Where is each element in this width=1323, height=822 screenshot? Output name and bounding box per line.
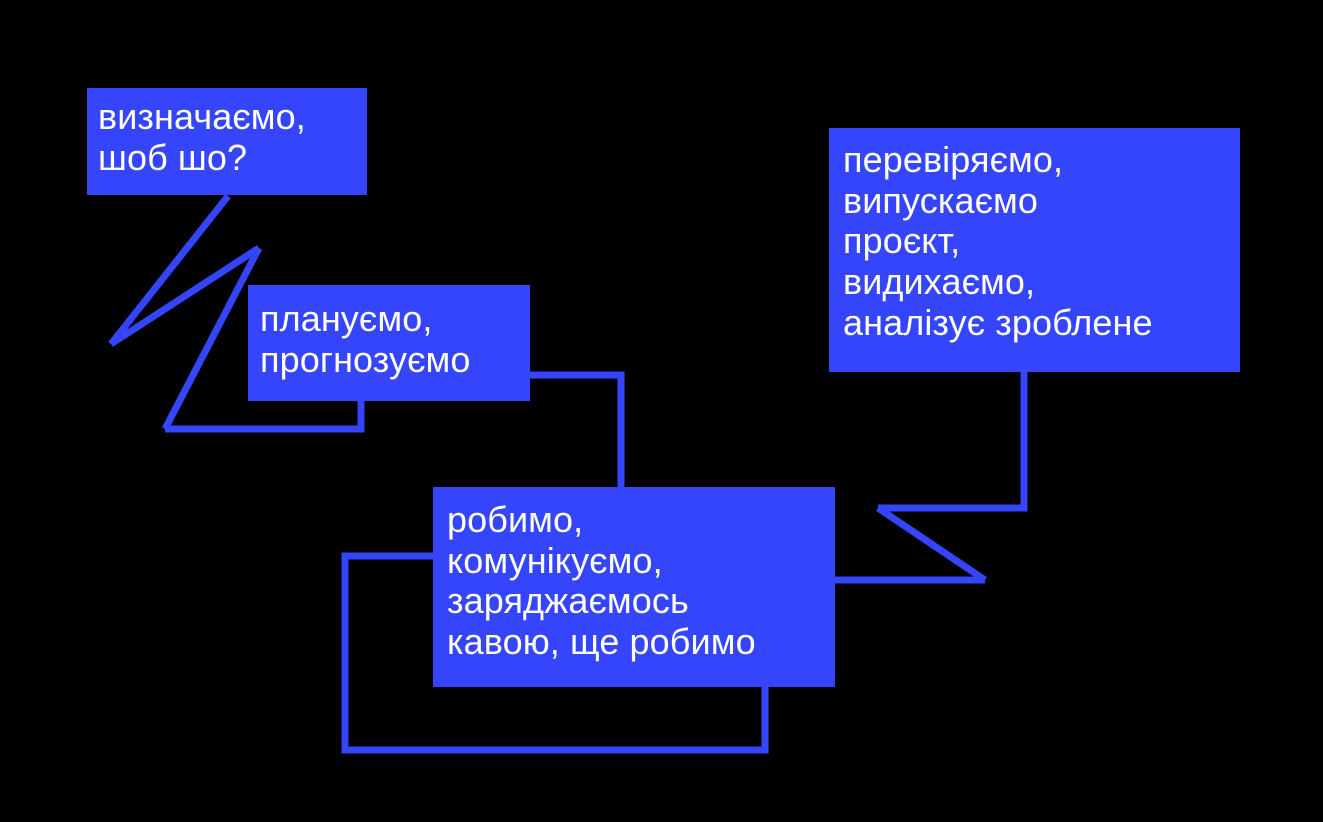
- node-release-line-2: випускаємо: [843, 179, 1039, 221]
- connector-define-to-plan-seg-4: [165, 401, 365, 433]
- connector-define-to-plan-seg-1: [108, 193, 231, 347]
- node-define-line-2: шоб шо?: [98, 136, 248, 178]
- node-do-line-2: комунікуємо,: [447, 539, 663, 581]
- connector-plan-to-do: [530, 371, 625, 491]
- connector-do-to-release-seg-2: [878, 372, 1028, 512]
- connector-define-to-plan-seg-2: [109, 245, 261, 347]
- node-do-line-1: робимо,: [447, 499, 584, 540]
- node-define[interactable]: визначаємо, шоб шо?: [87, 88, 367, 195]
- node-define-line-1: визначаємо,: [98, 96, 306, 137]
- node-release-line-4: видихаємо,: [843, 261, 1036, 303]
- connector-define-to-plan-seg-3: [161, 246, 263, 431]
- connector-plan-to-do-path: [530, 371, 625, 491]
- connector-do-to-release: [833, 372, 1028, 584]
- node-release[interactable]: перевіряємо, випускаємо проєкт, видихаєм…: [829, 128, 1240, 372]
- node-do-line-4: кавою, ще робимо: [447, 621, 756, 663]
- node-do[interactable]: робимо, комунікуємо, заряджаємось кавою,…: [433, 487, 835, 687]
- node-release-line-5: аналізує зроблене: [843, 301, 1153, 343]
- node-plan-line-1: плануємо,: [260, 298, 433, 339]
- connector-do-to-release-arrowhead: [876, 505, 987, 583]
- node-plan-line-2: прогнозуємо: [260, 338, 471, 380]
- node-release-line-3: проєкт,: [843, 220, 961, 262]
- node-release-line-1: перевіряємо,: [843, 139, 1064, 180]
- node-plan[interactable]: плануємо, прогнозуємо: [248, 285, 530, 401]
- node-do-line-3: заряджаємось: [447, 580, 689, 622]
